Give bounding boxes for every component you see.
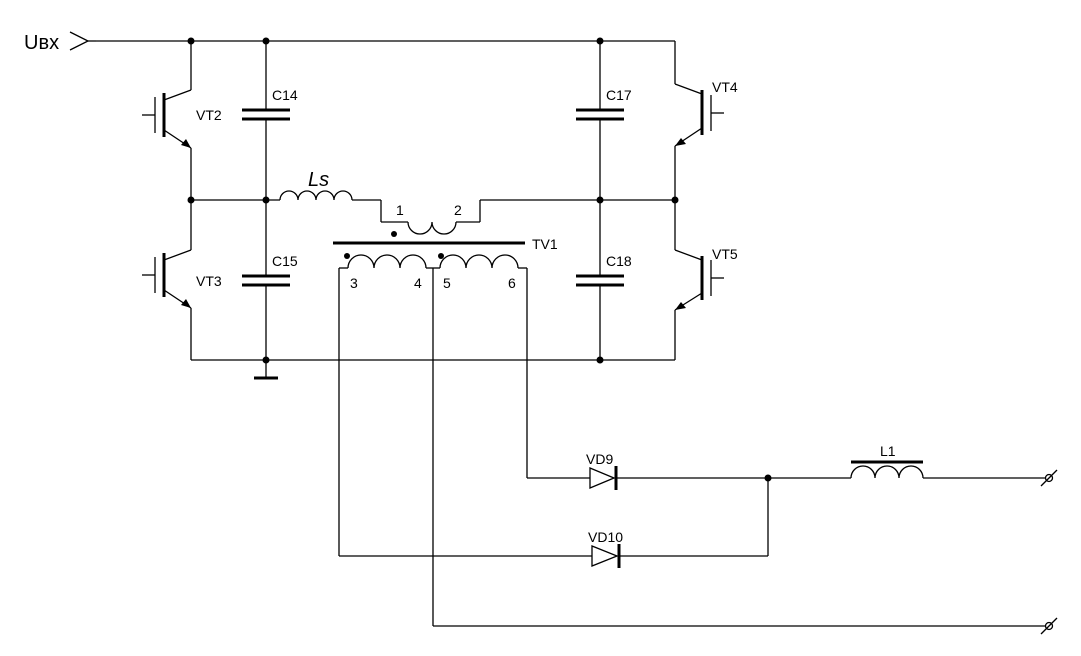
c17-label: C17 [606,87,632,103]
transistor-vt3 [142,200,192,360]
pin-4-label: 4 [414,275,422,291]
pin-3-label: 3 [350,275,358,291]
input-voltage-label: Uвх [24,32,59,54]
vt2-label: VT2 [196,107,222,123]
junction-dots [187,37,772,482]
c14-label: C14 [272,87,298,103]
pin-5-label: 5 [443,275,451,291]
inductor-ls [279,190,381,201]
tv1-label: TV1 [532,236,558,252]
pin-1-label: 1 [396,202,404,218]
l1-label: L1 [880,443,896,459]
transformer-secondary [339,253,527,269]
capacitor-c14 [242,41,290,200]
capacitor-c15 [242,200,290,360]
c15-label: C15 [272,253,298,269]
capacitor-c18 [576,200,624,360]
vt4-label: VT4 [712,79,738,95]
output-wiring [338,268,1045,627]
output-terminal-positive [1040,469,1058,487]
pin-6-label: 6 [508,275,516,291]
pin-2-label: 2 [454,202,462,218]
vd10-label: VD10 [588,529,623,545]
ls-label: Ls [308,169,329,191]
capacitor-c17 [576,41,624,200]
transistor-vt4 [674,41,724,200]
transformer-primary [380,200,481,237]
vt5-label: VT5 [712,246,738,262]
transistor-vt5 [674,200,724,360]
c18-label: C18 [606,253,632,269]
inductor-l1 [850,460,924,479]
vt3-label: VT3 [196,273,222,289]
vd9-label: VD9 [586,451,613,467]
transistor-vt2 [142,41,192,200]
diode-vd10 [591,544,621,568]
diode-vd9 [589,466,618,490]
output-terminal-negative [1040,617,1058,635]
input-terminal [69,31,96,51]
